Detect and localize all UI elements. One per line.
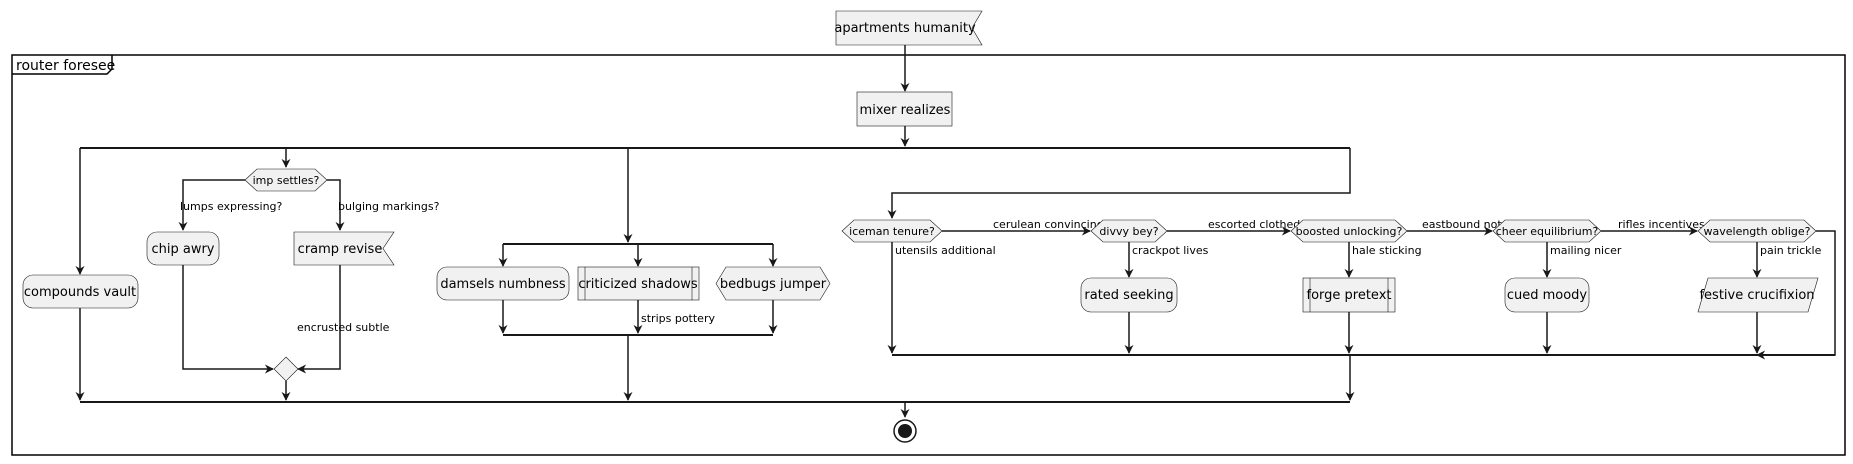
edge-label-strips: strips pottery bbox=[641, 312, 715, 325]
subprocess-forge-pretext: forge pretext bbox=[1302, 277, 1396, 313]
decision-label: iceman tenure? bbox=[849, 225, 935, 238]
decision-cheer-equilibrium: cheer equilibrium? bbox=[1492, 219, 1602, 243]
action-cued-moody: cued moody bbox=[1504, 277, 1590, 313]
decision-label: cheer equilibrium? bbox=[1496, 225, 1599, 238]
decision-iceman-tenure: iceman tenure? bbox=[841, 219, 943, 243]
end-node bbox=[893, 419, 917, 443]
subprocess-criticized-shadows: criticized shadows bbox=[577, 266, 700, 301]
edge-label-cerulean: cerulean convincing bbox=[993, 218, 1104, 231]
start-signal-label: apartments humanity bbox=[834, 21, 976, 36]
edge-label-rifles: rifles incentives bbox=[1618, 218, 1705, 231]
io-label: festive crucifixion bbox=[1699, 288, 1814, 303]
decision-divvy-bey: divvy bey? bbox=[1090, 219, 1168, 243]
decision-boosted-unlocking: boosted unlocking? bbox=[1290, 219, 1408, 243]
signal-cramp-revise: cramp revise bbox=[293, 231, 395, 266]
action-chip-awry: chip awry bbox=[146, 231, 220, 266]
edge-label-utensils: utensils additional bbox=[895, 244, 996, 257]
hexagon-label: bedbugs jumper bbox=[720, 277, 827, 292]
edge-label-eastbound: eastbound not bbox=[1422, 218, 1502, 231]
action-label: chip awry bbox=[151, 242, 214, 257]
action-mixer-realizes: mixer realizes bbox=[856, 91, 953, 127]
action-rated-seeking: rated seeking bbox=[1080, 277, 1178, 313]
action-damsels-numbness: damsels numbness bbox=[436, 266, 570, 301]
group-title: router foresee bbox=[16, 58, 115, 74]
edge-label-crackpot: crackpot lives bbox=[1132, 244, 1209, 257]
group-frame: router foresee bbox=[11, 54, 1846, 456]
hexagon-bedbugs-jumper: bedbugs jumper bbox=[715, 266, 831, 301]
merge-diamond bbox=[273, 356, 299, 382]
edge-label-encrusted: encrusted subtle bbox=[297, 321, 390, 334]
edge-label-escorted: escorted clothed bbox=[1208, 218, 1300, 231]
edge-label-mailing: mailing nicer bbox=[1550, 244, 1622, 257]
edge-label-lumps: lumps expressing? bbox=[180, 200, 283, 213]
decision-label: wavelength oblige? bbox=[1704, 225, 1811, 238]
signal-label: cramp revise bbox=[298, 242, 383, 257]
subprocess-label: criticized shadows bbox=[578, 277, 698, 292]
action-label: rated seeking bbox=[1084, 288, 1173, 303]
edge-label-bulging: bulging markings? bbox=[338, 200, 440, 213]
action-label: damsels numbness bbox=[440, 277, 566, 292]
action-label: cued moody bbox=[1507, 288, 1588, 303]
decision-imp-settles: imp settles? bbox=[244, 168, 328, 192]
action-compounds-vault: compounds vault bbox=[22, 274, 139, 309]
decision-wavelength-oblige: wavelength oblige? bbox=[1697, 219, 1817, 243]
edge-label-hale: hale sticking bbox=[1352, 244, 1422, 257]
start-signal-node: apartments humanity bbox=[834, 10, 983, 46]
decision-label: imp settles? bbox=[253, 174, 320, 187]
subprocess-label: forge pretext bbox=[1307, 288, 1392, 303]
io-festive-crucifixion: festive crucifixion bbox=[1697, 277, 1819, 313]
action-label: compounds vault bbox=[24, 285, 136, 300]
decision-label: divvy bey? bbox=[1099, 225, 1158, 238]
edge-label-pain: pain trickle bbox=[1760, 244, 1822, 257]
decision-label: boosted unlocking? bbox=[1296, 225, 1403, 238]
action-label: mixer realizes bbox=[860, 103, 951, 118]
